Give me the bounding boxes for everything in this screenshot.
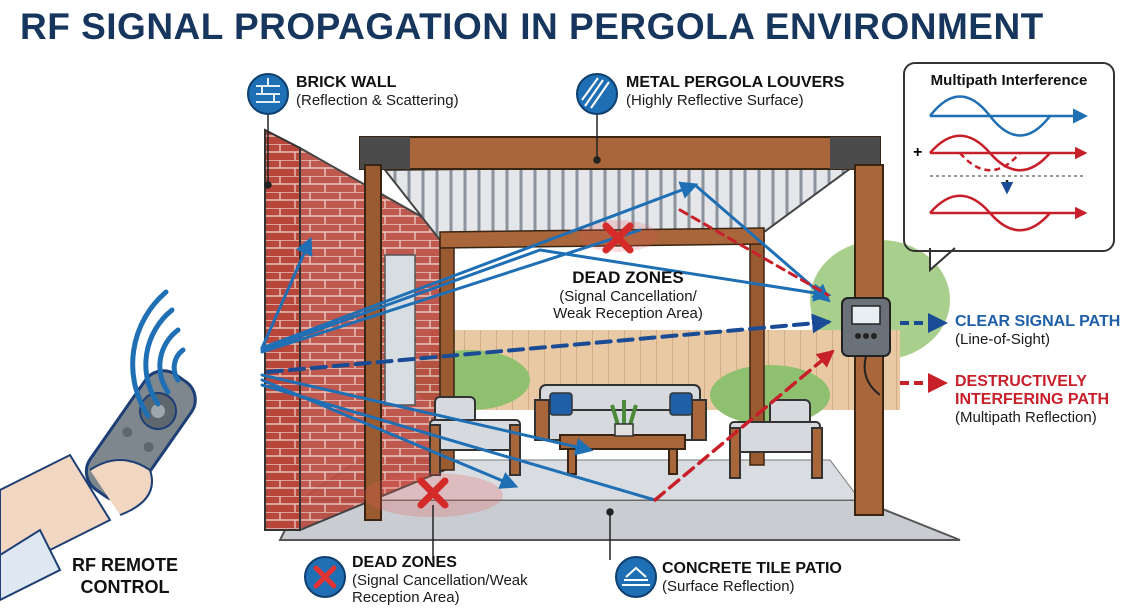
dead-zones-bottom-sub1: (Signal Cancellation/Weak (352, 572, 528, 589)
dead-zones-heading: DEAD ZONES (572, 268, 684, 287)
multipath-panel: Multipath Interference + (903, 62, 1115, 252)
remote-icon (0, 369, 197, 602)
dead-zones-bottom-heading: DEAD ZONES (352, 554, 457, 571)
interfering-arrow (653, 349, 835, 502)
legend-clear-path: CLEAR SIGNAL PATH (Line-of-Sight) (955, 313, 1120, 348)
legend-clear-heading: CLEAR SIGNAL PATH (955, 313, 1121, 330)
cushion (549, 392, 573, 416)
brick-wall-sub: (Reflection & Scattering) (296, 92, 459, 109)
multipath-waves (929, 95, 1088, 232)
legend-clear-sub: (Line-of-Sight) (955, 331, 1051, 348)
receiver-icon (841, 297, 891, 396)
louvers-sub: (Highly Reflective Surface) (626, 92, 804, 109)
callout-dead-zones-bottom: DEAD ZONES (Signal Cancellation/Weak Rec… (352, 554, 528, 606)
remote-label-line2: CONTROL (80, 577, 170, 597)
page-title: RF SIGNAL PROPAGATION IN PERGOLA ENVIRON… (20, 6, 1044, 47)
plant (610, 400, 638, 426)
chair-right (729, 399, 823, 479)
wall-door (384, 254, 416, 406)
clear-signal-arrow (266, 313, 832, 374)
legend-destructive-heading1: DESTRUCTIVELY (955, 373, 1087, 390)
callout-louvers: METAL PERGOLA LOUVERS (Highly Reflective… (626, 74, 844, 109)
remote-label: RF REMOTE CONTROL (60, 554, 190, 598)
x-mark-icon (602, 222, 634, 254)
callout-patio: CONCRETE TILE PATIO (Surface Reflection) (662, 560, 842, 595)
legend-destructive-heading2: INTERFERING PATH (955, 391, 1110, 408)
patio-heading: CONCRETE TILE PATIO (662, 560, 842, 577)
x-mark-icon (304, 556, 346, 598)
patio-sub: (Surface Reflection) (662, 578, 795, 595)
brick-icon (247, 73, 289, 115)
plus-sign: + (913, 144, 923, 161)
remote-label-line1: RF REMOTE (72, 555, 178, 575)
x-mark-icon (417, 477, 449, 509)
multipath-title: Multipath Interference (930, 72, 1088, 89)
dead-zones-bottom-sub2: Reception Area) (352, 589, 460, 606)
patio-icon (615, 556, 657, 598)
dead-zones-sub2: Weak Reception Area) (553, 305, 703, 322)
pergola-top-beam (359, 136, 881, 170)
callout-dead-zones-center: DEAD ZONES (Signal Cancellation/ Weak Re… (538, 268, 718, 322)
louvers-heading: METAL PERGOLA LOUVERS (626, 74, 845, 91)
pergola-post-left (364, 164, 382, 521)
radio-wave-icon (130, 289, 186, 419)
legend-destructive-sub: (Multipath Reflection) (955, 409, 1097, 426)
speech-tail (929, 247, 956, 273)
legend-destructive-path: DESTRUCTIVELY INTERFERING PATH (Multipat… (955, 373, 1109, 426)
brick-wall-heading: BRICK WALL (296, 74, 397, 91)
dead-zones-sub1: (Signal Cancellation/ (559, 288, 697, 305)
callout-brick-wall: BRICK WALL (Reflection & Scattering) (296, 74, 459, 109)
louver-icon (576, 73, 618, 115)
